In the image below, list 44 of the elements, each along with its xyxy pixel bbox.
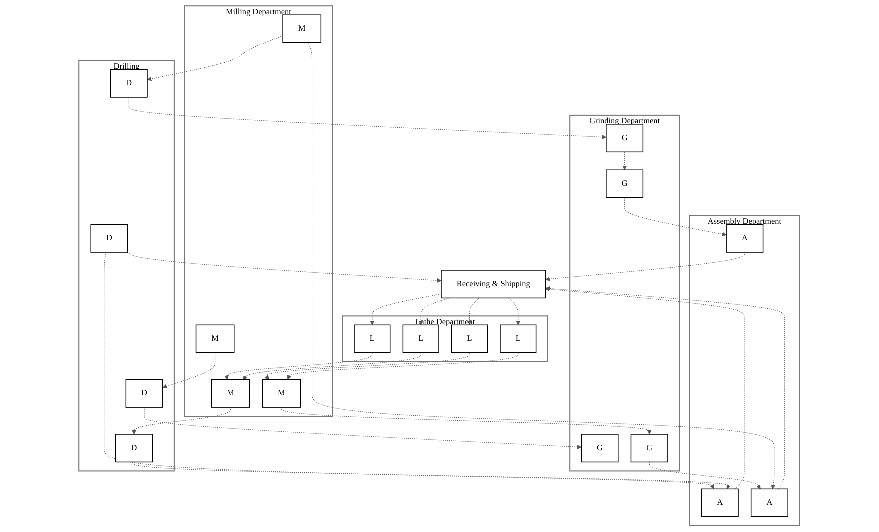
arrow bbox=[264, 352, 470, 380]
node-box: A bbox=[751, 488, 789, 518]
arrow bbox=[468, 298, 480, 326]
arrow bbox=[508, 298, 521, 326]
arrow bbox=[649, 462, 761, 490]
node-box: Receiving & Shipping bbox=[441, 270, 546, 299]
arrow bbox=[242, 352, 422, 380]
arrow bbox=[162, 352, 216, 389]
node-box: L bbox=[500, 324, 537, 354]
node-box: M bbox=[196, 324, 235, 354]
arrow bbox=[224, 352, 373, 380]
arrow bbox=[128, 252, 442, 283]
arrow bbox=[370, 294, 442, 326]
arrow bbox=[624, 198, 727, 237]
node-box: G bbox=[581, 434, 619, 463]
arrow bbox=[622, 152, 628, 170]
node-box: G bbox=[606, 170, 644, 198]
arrow bbox=[104, 252, 714, 490]
node-box: D bbox=[116, 434, 154, 463]
node-box: L bbox=[402, 324, 440, 354]
arrow bbox=[129, 97, 607, 140]
node-box: L bbox=[452, 324, 488, 354]
node-box: D bbox=[126, 379, 164, 408]
node-box: M bbox=[282, 14, 322, 44]
node-box: A bbox=[726, 224, 764, 253]
node-box: M bbox=[262, 379, 302, 408]
arrow bbox=[282, 407, 652, 435]
node-box: L bbox=[354, 324, 391, 354]
arrow bbox=[546, 286, 786, 490]
node-box: M bbox=[211, 379, 250, 408]
arrow bbox=[288, 352, 519, 380]
node-box: A bbox=[702, 488, 740, 518]
arrow bbox=[546, 287, 745, 490]
arrow bbox=[308, 42, 776, 490]
arrow bbox=[147, 36, 284, 82]
node-box: D bbox=[90, 224, 128, 253]
arrow bbox=[546, 252, 746, 282]
arrow bbox=[418, 298, 450, 326]
node-box: D bbox=[110, 69, 148, 98]
arrow bbox=[132, 407, 232, 435]
arrow bbox=[134, 462, 732, 490]
arrow bbox=[144, 407, 582, 450]
node-box: G bbox=[606, 124, 644, 153]
node-box: G bbox=[630, 434, 668, 463]
